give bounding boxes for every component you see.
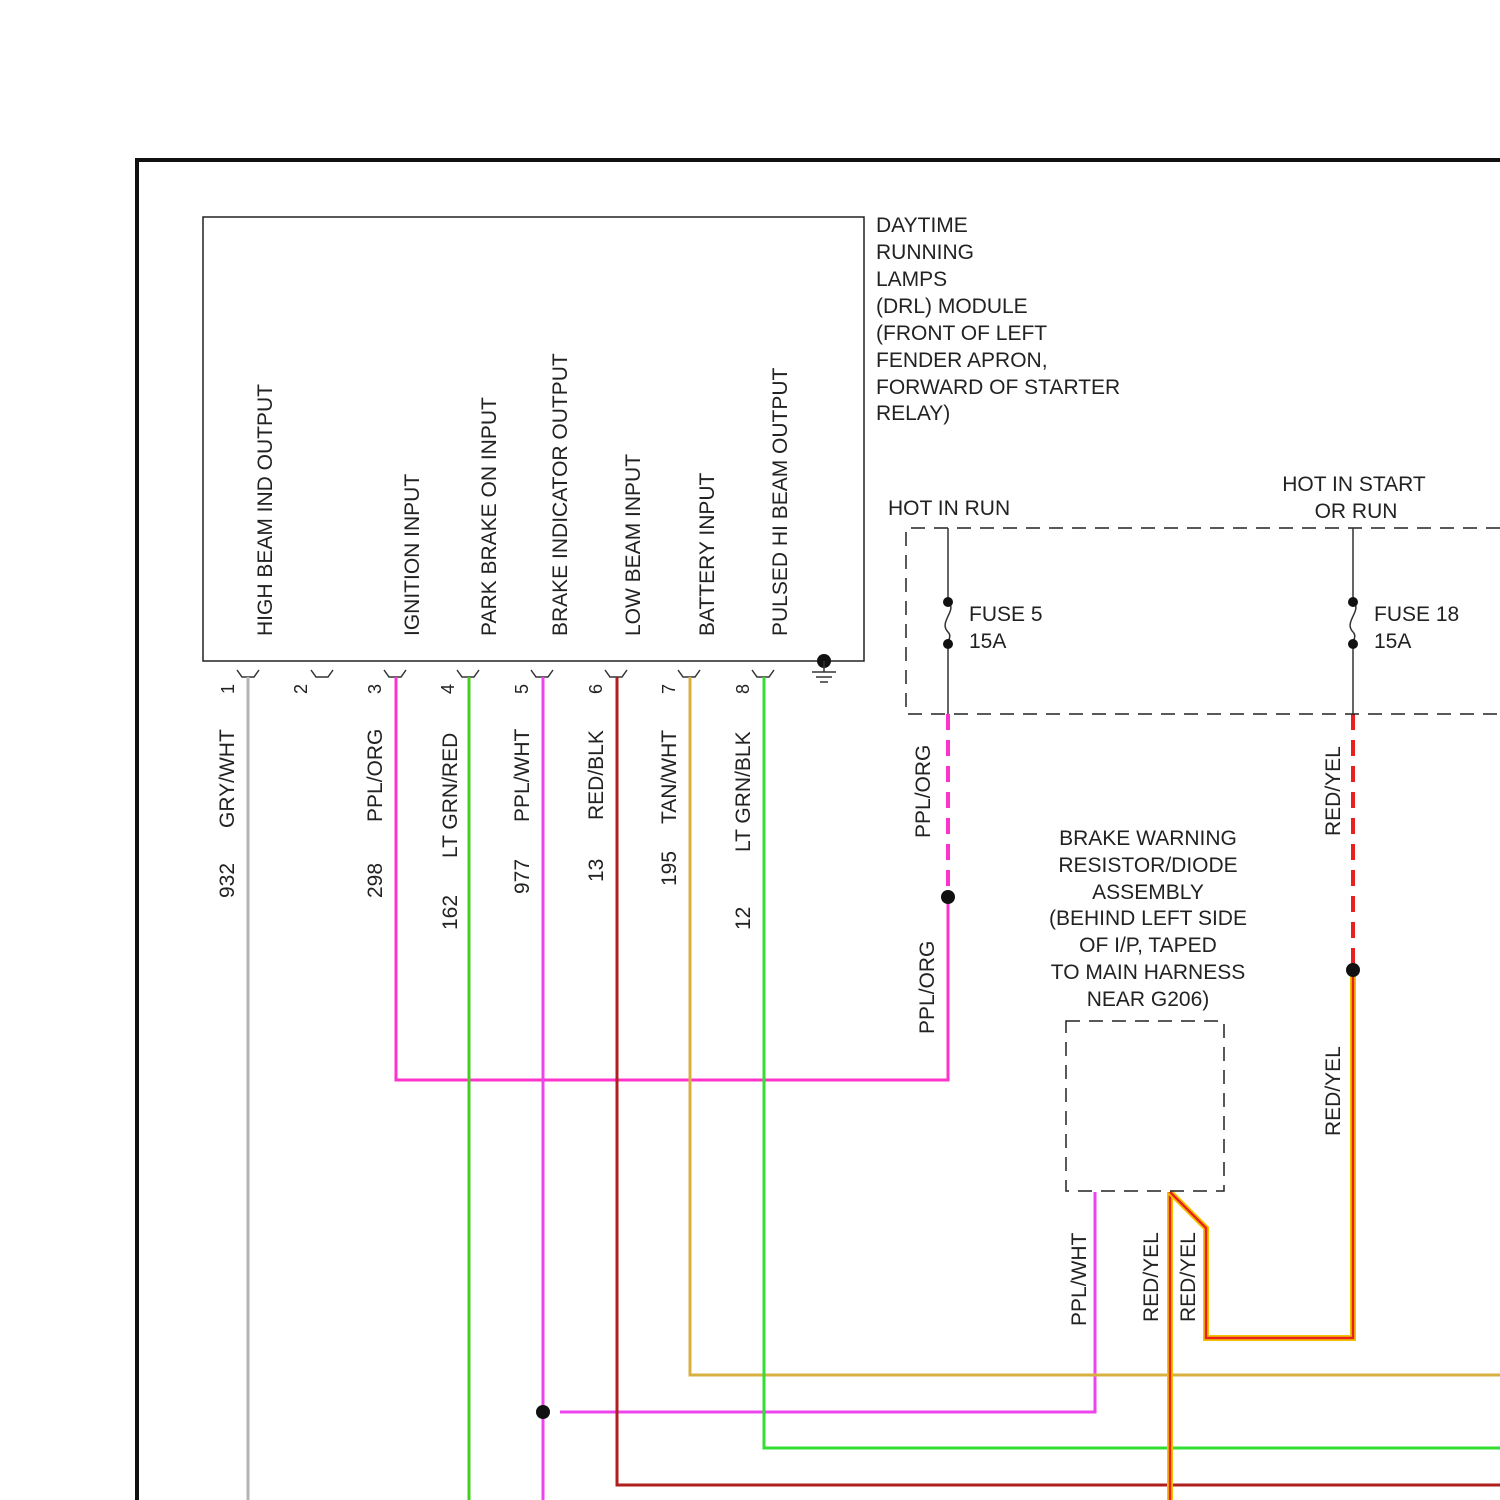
fuse-5-rating: 15A [969,630,1006,653]
circuit-number: 12 [732,907,755,930]
terminal [678,670,700,677]
wire-color-label: RED/YEL [1322,1046,1345,1136]
assembly-name-line: BRAKE WARNING [1059,827,1237,850]
pin-function-brake-indicator: BRAKE INDICATOR OUTPUT [549,353,572,636]
connector-terminals [237,670,774,677]
circuit-number: 977 [511,859,534,894]
pin-function-high-beam-ind: HIGH BEAM IND OUTPUT [254,384,277,636]
ground-icon [812,654,836,682]
assembly-name-line: (BEHIND LEFT SIDE [1049,907,1247,930]
fuse-5-icon [945,528,951,714]
pin-number: 7 [659,684,679,694]
module-name-line: RUNNING [876,241,974,264]
wire-color-label: LT GRN/BLK [732,731,755,852]
wire-color-label: PPL/ORG [916,941,939,1034]
terminal [531,670,553,677]
assembly-name-line: TO MAIN HARNESS [1051,961,1245,984]
terminal [457,670,479,677]
wire-color-label: RED/BLK [585,730,608,820]
circuit-number: 298 [364,863,387,898]
wire-color-label: LT GRN/RED [439,733,462,858]
hot-start-run-label: HOT IN START [1282,473,1426,496]
module-name-line: (DRL) MODULE [876,295,1028,318]
module-name-line: FENDER APRON, [876,349,1048,372]
assembly-name-line: OF I/P, TAPED [1079,934,1217,957]
fuse-18-icon [1350,528,1356,714]
wire-color-label: GRY/WHT [216,729,239,828]
pin-function-park-brake: PARK BRAKE ON INPUT [478,397,501,636]
fuse-5-name: FUSE 5 [969,603,1043,626]
pin-number: 6 [586,684,606,694]
drl-module-name: DAYTIME RUNNING LAMPS (DRL) MODULE (FRON… [876,214,1120,425]
fuse-18-rating: 15A [1374,630,1411,653]
pin-function-low-beam: LOW BEAM INPUT [622,454,645,636]
terminal [752,670,774,677]
fuse-terminal [1348,639,1358,649]
pin-function-pulsed-hi-beam: PULSED HI BEAM OUTPUT [769,367,792,636]
pin-number: 3 [365,684,385,694]
drl-module-box [203,217,864,661]
circuit-number: 13 [585,859,608,882]
circuit-number: 932 [216,863,239,898]
splice-dot [536,1405,550,1419]
hot-start-run-label: OR RUN [1315,500,1398,523]
terminal [605,670,627,677]
circuit-number: 195 [658,851,681,886]
terminal [237,670,259,677]
splice-dot [941,890,955,904]
wire-color-label: PPL/WHT [511,728,534,822]
module-name-line: RELAY) [876,402,950,425]
wire-ppl-wht-branch [560,1192,1095,1412]
assembly-name-line: ASSEMBLY [1092,881,1204,904]
hot-in-run-label: HOT IN RUN [888,497,1010,520]
fuse-terminal [1348,597,1358,607]
pin-number: 4 [438,684,458,694]
wire-color-label: RED/YEL [1322,746,1345,836]
module-name-line: LAMPS [876,268,947,291]
fuse-terminal [943,597,953,607]
pin-number: 5 [512,684,532,694]
page-frame [137,160,1500,1500]
terminal [384,670,406,677]
pin-function-ignition: IGNITION INPUT [401,474,424,636]
wire-color-label: RED/YEL [1177,1232,1200,1322]
fuse-18-name: FUSE 18 [1374,603,1459,626]
module-name-line: DAYTIME [876,214,968,237]
fuse-terminal [943,639,953,649]
pin-number: 2 [291,684,311,694]
brake-assembly-name: BRAKE WARNING RESISTOR/DIODE ASSEMBLY (B… [1049,827,1247,1011]
wire-color-label: PPL/ORG [364,729,387,822]
terminal [311,670,333,677]
wire-color-label: PPL/ORG [912,745,935,838]
brake-assembly-box [1066,1021,1224,1191]
pin-number: 8 [733,684,753,694]
assembly-name-line: NEAR G206) [1087,988,1210,1011]
wire-lt-grn-blk [764,677,1500,1448]
pin-function-battery: BATTERY INPUT [696,472,719,636]
wire-color-label: RED/YEL [1140,1232,1163,1322]
pin-number: 1 [218,684,238,694]
wire-color-label: PPL/WHT [1068,1232,1091,1326]
module-name-line: (FRONT OF LEFT [876,322,1047,345]
splice-dot [1346,963,1360,977]
circuit-number: 162 [439,895,462,930]
module-name-line: FORWARD OF STARTER [876,376,1120,399]
wire-color-label: TAN/WHT [658,730,681,824]
assembly-name-line: RESISTOR/DIODE [1058,854,1237,877]
